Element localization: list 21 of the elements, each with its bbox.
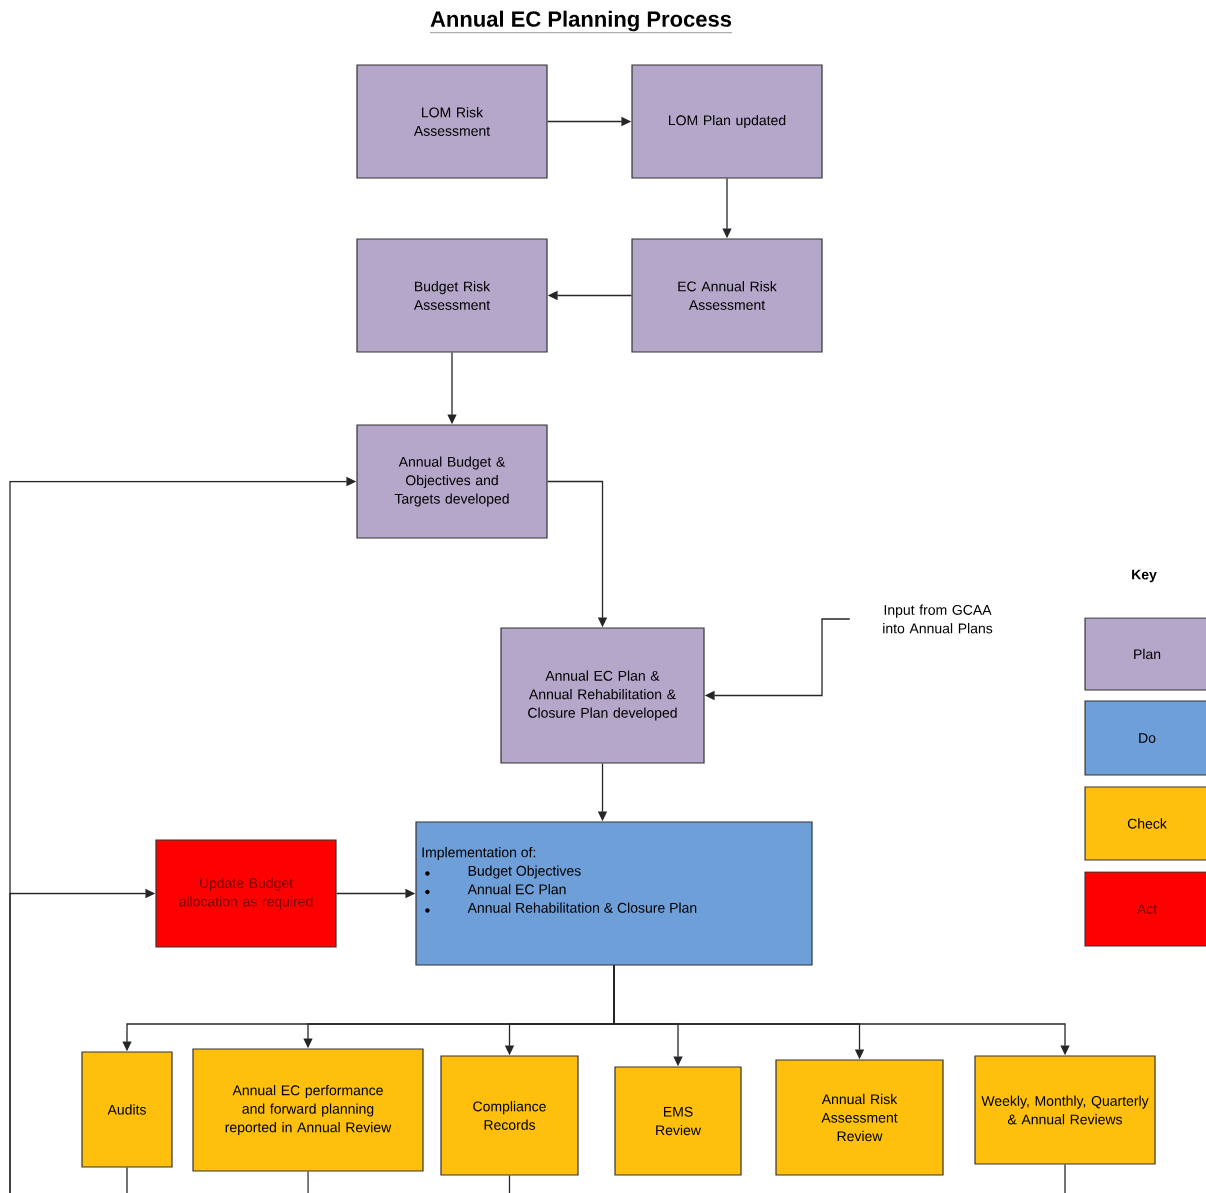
process-box: Implementation of: Budget Objectives Annual EC Plan Annual Rehabilitation & Closure Plan <box>415 821 813 966</box>
process-box: Annual EC Plan & Annual Rehabilitation & Closure Plan developed <box>500 627 705 764</box>
legend-heading: Key <box>1132 569 1157 583</box>
title: Annual EC Planning Process <box>429 10 733 33</box>
process-box: LOM Risk Assessment <box>356 64 548 179</box>
process-box: Weekly, Monthly, Quarterly & Annual Reviews <box>974 1055 1156 1165</box>
process-box: EC Annual Risk Assessment <box>631 238 823 353</box>
legend-item: Act <box>1084 871 1206 947</box>
process-box: Annual Risk Assessment Review <box>775 1059 944 1176</box>
legend-item: Plan <box>1084 617 1206 691</box>
process-box: Compliance Records <box>440 1055 579 1176</box>
process-box: Budget Risk Assessment <box>356 238 548 353</box>
process-box: Annual EC performance and forward planning reported in Annual Review <box>192 1048 424 1172</box>
legend-item: Check <box>1084 786 1206 861</box>
process-box: Update Budget allocation as required <box>155 839 337 948</box>
legend-item: Do <box>1084 700 1206 776</box>
input-note: Input from GCAA into Annual Plans <box>883 604 993 634</box>
process-box: EMS Review <box>614 1066 742 1176</box>
process-box: LOM Plan updated <box>631 64 823 179</box>
process-box: Audits <box>81 1051 173 1168</box>
process-box: Annual Budget & Objectives and Targets developed <box>356 424 548 539</box>
